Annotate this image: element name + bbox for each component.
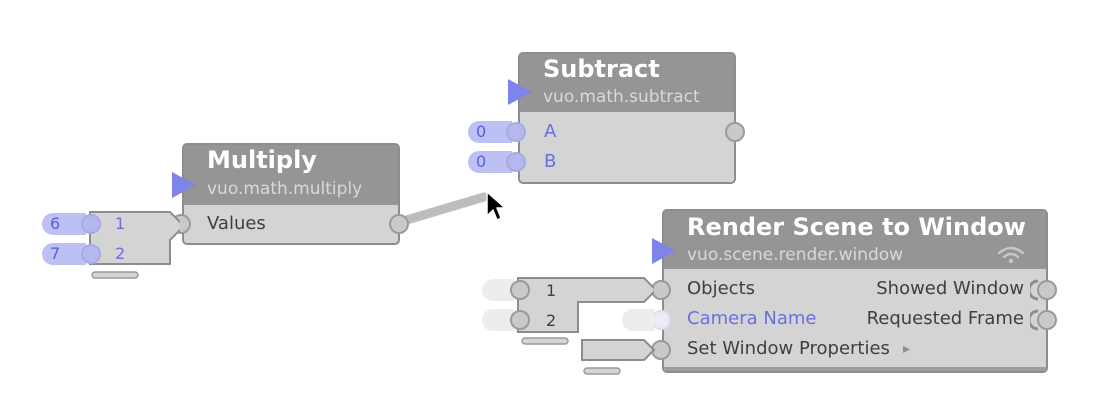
constant-value-b[interactable]: 0: [468, 151, 512, 173]
node-header[interactable]: [664, 211, 1046, 269]
refresh-trigger-port[interactable]: [172, 172, 196, 198]
refresh-trigger-port[interactable]: [652, 238, 676, 264]
mouse-pointer-icon: [486, 191, 506, 221]
multiply-node[interactable]: Multiply vuo.math.multiply Values: [182, 143, 400, 245]
output-port-requested-frame[interactable]: [1030, 308, 1060, 332]
input-label-values: Values: [207, 213, 266, 234]
output-label-requested-frame: Requested Frame: [866, 308, 1024, 329]
more-indicator-icon: ▸: [903, 341, 911, 357]
list-item-label: 2: [115, 244, 126, 263]
node-title: Multiply: [207, 146, 317, 174]
refresh-trigger-port[interactable]: [508, 79, 532, 105]
make-list-drawer[interactable]: [508, 274, 654, 350]
constant-value-2[interactable]: 7: [42, 243, 86, 265]
input-label-a: A: [544, 121, 557, 142]
input-port-a[interactable]: [506, 122, 526, 142]
render-scene-node[interactable]: Render Scene to Window vuo.scene.render.…: [662, 209, 1048, 373]
list-input-port-1[interactable]: [81, 214, 101, 234]
input-port-objects[interactable]: [651, 280, 671, 300]
node-class-name: vuo.math.subtract: [543, 87, 700, 107]
output-port-difference[interactable]: [725, 122, 745, 142]
list-input-port-2[interactable]: [81, 244, 101, 264]
list-item-label: 1: [546, 281, 557, 300]
node-header[interactable]: [520, 54, 734, 112]
output-label-showed-window: Showed Window: [876, 278, 1024, 299]
input-label-set-window-properties: Set Window Properties: [687, 338, 890, 359]
output-port-product[interactable]: [389, 214, 409, 234]
make-list-drawer[interactable]: [578, 336, 658, 380]
node-class-name: vuo.math.multiply: [207, 179, 363, 199]
make-list-drawer[interactable]: [80, 208, 180, 282]
node-class-name: vuo.scene.render.window: [687, 245, 904, 265]
list-constant-2[interactable]: [482, 309, 514, 331]
constant-value-1[interactable]: 6: [42, 213, 86, 235]
input-label-camera-name: Camera Name: [687, 308, 817, 329]
input-label-objects: Objects: [687, 278, 756, 299]
constant-value-camera-name[interactable]: [622, 309, 654, 331]
output-port-showed-window[interactable]: [1030, 278, 1060, 302]
subtract-node[interactable]: Subtract vuo.math.subtract A B: [518, 52, 736, 184]
list-item-label: 2: [546, 311, 557, 330]
node-title: Subtract: [543, 55, 660, 83]
node-title: Render Scene to Window: [687, 213, 1026, 241]
node-header[interactable]: [184, 145, 398, 205]
list-input-port-2[interactable]: [510, 310, 530, 330]
wifi-icon: [997, 246, 1025, 264]
input-label-b: B: [544, 151, 557, 172]
input-port-camera-name[interactable]: [651, 310, 671, 330]
constant-value-a[interactable]: 0: [468, 121, 512, 143]
node-footer-bar: [664, 367, 1046, 371]
input-port-b[interactable]: [506, 152, 526, 172]
list-item-label: 1: [115, 214, 126, 233]
list-input-port-1[interactable]: [510, 280, 530, 300]
list-constant-1[interactable]: [482, 279, 514, 301]
